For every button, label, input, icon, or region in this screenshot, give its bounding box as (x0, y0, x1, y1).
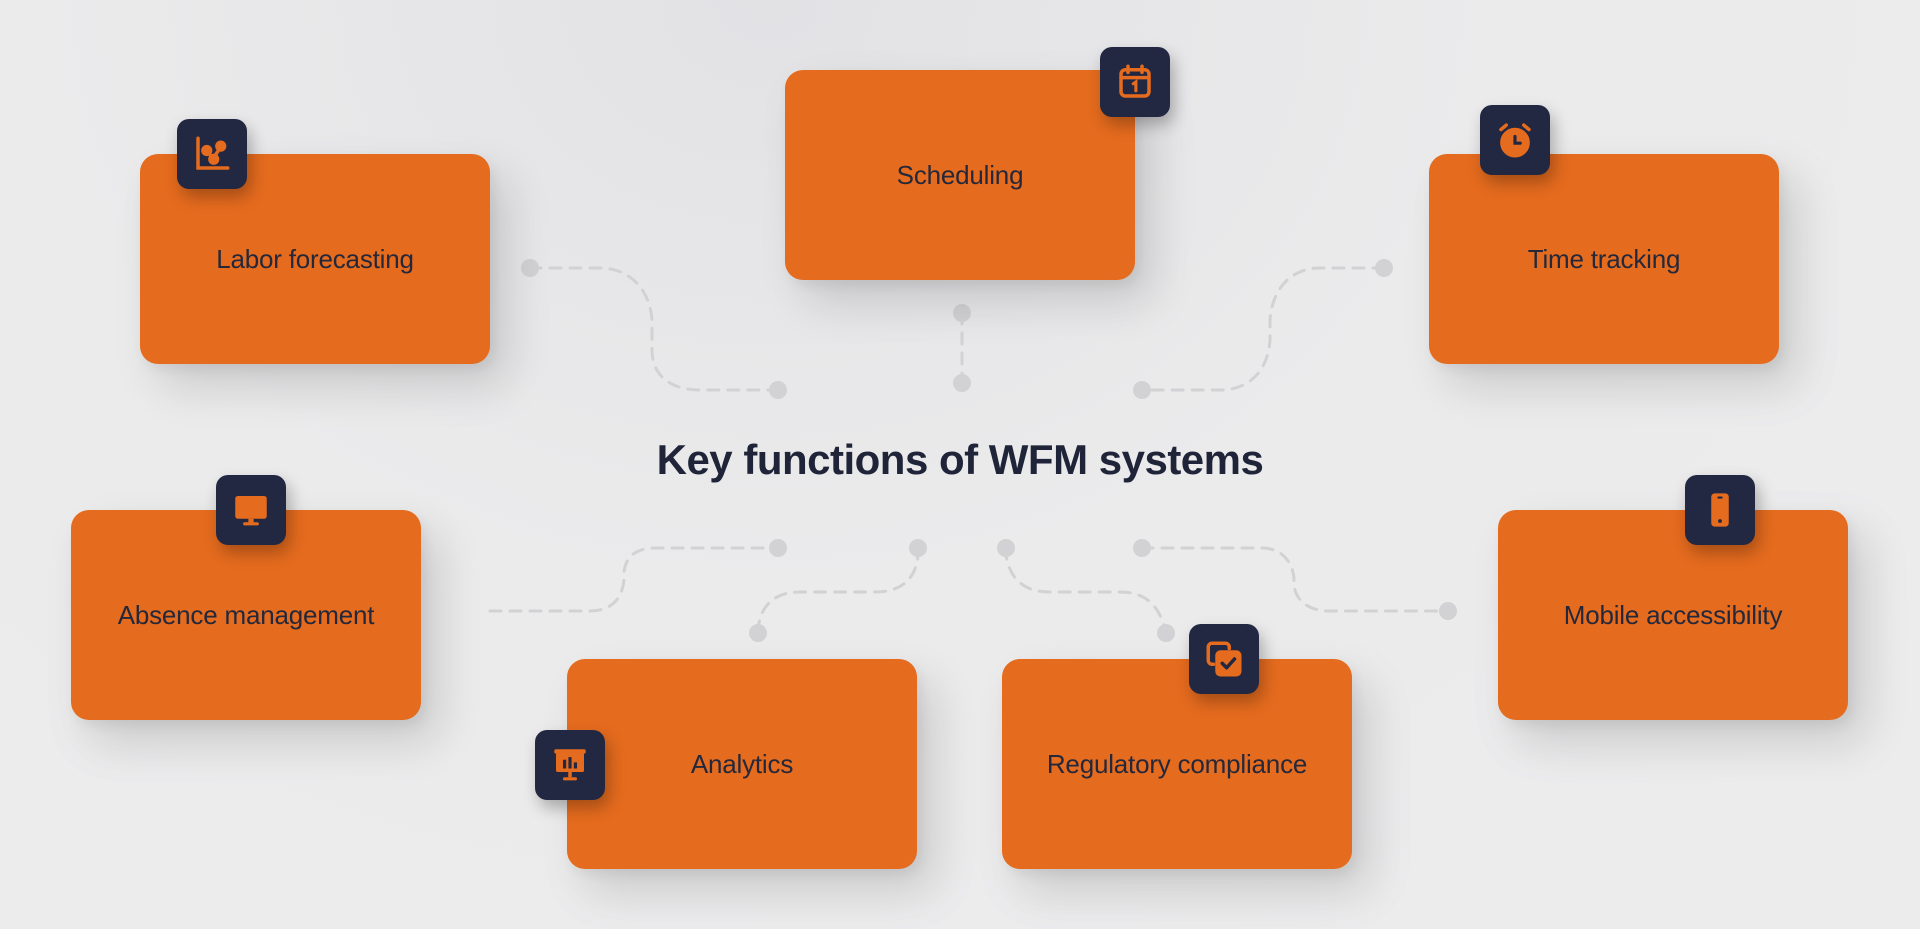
function-card-absence-management: Absence management (71, 510, 421, 720)
connector-dot (1133, 539, 1151, 557)
connector-dot (997, 539, 1015, 557)
connector-dot (953, 304, 971, 322)
alarm-clock-icon (1480, 105, 1550, 175)
connector-dot (1157, 624, 1175, 642)
connector-dot (749, 624, 767, 642)
function-card-time-tracking: Time tracking (1429, 154, 1779, 364)
function-label: Regulatory compliance (1046, 748, 1308, 779)
monitor-icon (216, 475, 286, 545)
calendar-icon (1100, 47, 1170, 117)
copy-check-icon (1189, 624, 1259, 694)
smartphone-icon (1685, 475, 1755, 545)
function-card-analytics: Analytics (567, 659, 917, 869)
function-card-mobile-accessibility: Mobile accessibility (1498, 510, 1848, 720)
chart-icon (177, 119, 247, 189)
connector-absence-management (488, 546, 780, 613)
function-card-labor-forecasting: Labor forecasting (140, 154, 490, 364)
function-label: Absence management (117, 599, 375, 630)
function-card-scheduling: Scheduling (785, 70, 1135, 280)
connector-dot (521, 259, 539, 277)
connector-dot (909, 539, 927, 557)
connector-regulatory-compliance (1004, 546, 1168, 635)
connector-dot (1439, 602, 1457, 620)
connector-dot (769, 381, 787, 399)
connector-dot (953, 374, 971, 392)
function-card-regulatory-compliance: Regulatory compliance (1002, 659, 1352, 869)
function-label: Analytics (690, 748, 794, 779)
connector-mobile-accessibility (1140, 546, 1450, 613)
connector-analytics (756, 546, 920, 635)
function-label: Scheduling (896, 159, 1024, 190)
connector-dot (1375, 259, 1393, 277)
connector-dot (769, 539, 787, 557)
function-label: Labor forecasting (216, 243, 414, 274)
connector-labor-forecasting (528, 266, 780, 392)
presentation-icon (535, 730, 605, 800)
connector-time-tracking (1140, 266, 1386, 392)
diagram-title: Key functions of WFM systems (656, 436, 1264, 483)
connector-dot (1133, 381, 1151, 399)
function-label: Time tracking (1527, 243, 1681, 274)
function-label: Mobile accessibility (1563, 599, 1783, 630)
